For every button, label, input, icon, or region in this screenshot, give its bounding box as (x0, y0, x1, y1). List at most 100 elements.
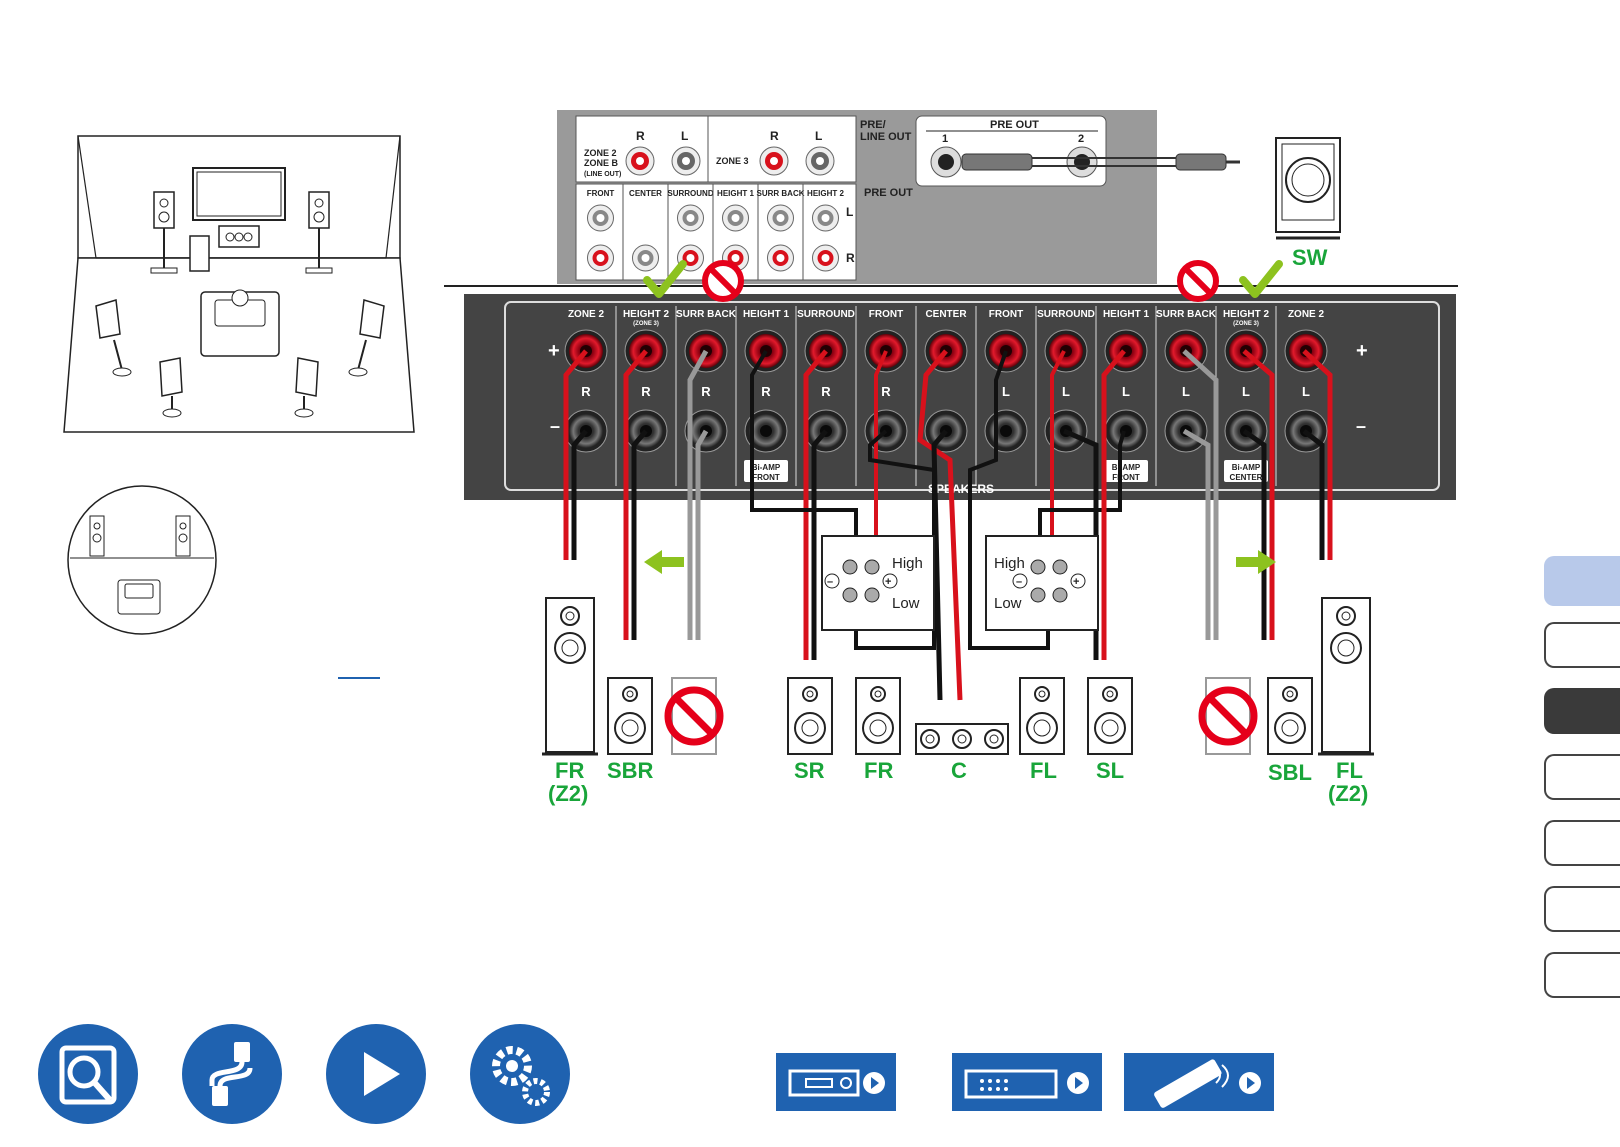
channel-label: L (1002, 384, 1010, 399)
biamp-box-left: – + High Low (985, 535, 1099, 631)
prohibit-icon-left (702, 260, 744, 302)
z2-left-label: (Z2) (548, 781, 588, 806)
minus-right: – (1356, 416, 1366, 436)
channel-label: R (761, 384, 771, 399)
minus-left: – (550, 416, 560, 436)
pre-out-col-label: CENTER (629, 189, 662, 198)
fl-label: FL (1030, 758, 1057, 783)
pre-out-col-label: HEIGHT 1 (717, 189, 754, 198)
terminal-col-label: HEIGHT 2 (1223, 309, 1270, 320)
front-panel-nav-button[interactable] (776, 1053, 896, 1111)
speaker-sl-icon (1087, 677, 1133, 755)
remote-control-icon (1154, 1059, 1261, 1108)
svg-text:–: – (1016, 576, 1022, 588)
speaker-fl-icon (1019, 677, 1065, 755)
z2-right-label: (Z2) (1328, 781, 1368, 806)
play-icon (364, 1052, 400, 1096)
terminal-col-label: SURROUND (1037, 309, 1095, 320)
remote-nav-button[interactable] (1124, 1053, 1274, 1111)
channel-label: R (701, 384, 711, 399)
pre-out-head: PRE OUT (990, 119, 1039, 131)
fr-z2-left-label: FR (555, 758, 584, 783)
sl-label: SL (1096, 758, 1124, 783)
connection-nav-button[interactable] (182, 1024, 282, 1124)
speaker-unused-left-icon (1198, 677, 1258, 755)
book-search-icon (59, 1045, 117, 1105)
high-label-l: High (994, 555, 1025, 572)
biamp-badge-sub: CENTER (1230, 473, 1263, 482)
pre-out-col-label: SURROUND (667, 189, 713, 198)
channel-label: L (1302, 384, 1310, 399)
speaker-center-icon (915, 723, 1009, 755)
subwoofer-icon (1275, 137, 1341, 240)
arrow-right-icon (1236, 550, 1276, 574)
terminal-col-label: FRONT (989, 309, 1023, 320)
speaker-fr-icon (855, 677, 901, 755)
fr-label: FR (864, 758, 893, 783)
fl-z2-right-label: FL (1336, 758, 1363, 783)
room-layout-illustration (63, 135, 415, 433)
speakers-label: SPEAKERS (928, 482, 994, 496)
sbl-label: SBL (1268, 760, 1312, 785)
check-icon-right (1239, 260, 1283, 298)
terminal-col-label: SURR BACK (1156, 309, 1217, 320)
zone3-l-label: L (815, 129, 822, 143)
terminal-col-label: SURROUND (797, 309, 855, 320)
side-tab-4[interactable] (1544, 754, 1620, 800)
prohibit-icon-right (1177, 260, 1219, 302)
channel-label: R (881, 384, 891, 399)
zone3-r-label: R (770, 129, 779, 143)
channel-label: L (1062, 384, 1070, 399)
pre-out-col-label: SURR BACK (757, 189, 805, 198)
side-tab-6[interactable] (1544, 886, 1620, 932)
sr-label: SR (794, 758, 825, 783)
receiver-front-icon (788, 1069, 885, 1097)
pre-line-out-label-1: PRE/ (860, 119, 886, 131)
biamp-badge-label: Bi-AMP (1232, 463, 1261, 472)
side-tab-1[interactable] (1544, 556, 1620, 606)
zoneb-label: ZONE B (584, 158, 619, 168)
high-label-r: High (892, 555, 923, 572)
side-tab-2[interactable] (1544, 622, 1620, 668)
speaker-fl-z2-icon (1318, 597, 1374, 756)
channel-label: R (821, 384, 831, 399)
plus-left: + (548, 340, 560, 362)
side-tab-7[interactable] (1544, 952, 1620, 998)
arrow-left-icon (644, 550, 684, 574)
biamp-box-right: – + High Low (821, 535, 935, 631)
sbr-label: SBR (607, 758, 654, 783)
side-tab-5[interactable] (1544, 820, 1620, 866)
terminal-col-label: HEIGHT 1 (1103, 309, 1150, 320)
pre-out-ch1: 1 (942, 133, 948, 145)
channel-label: L (1122, 384, 1130, 399)
zone2-label: ZONE 2 (584, 148, 617, 158)
biamp-badge-sub: FRONT (1112, 473, 1140, 482)
plus-right: + (1356, 340, 1368, 362)
side-tab-3[interactable] (1544, 688, 1620, 734)
svg-text:+: + (1073, 576, 1079, 588)
manual-nav-button[interactable] (38, 1024, 138, 1124)
speaker-sbl-icon (1267, 677, 1313, 755)
terminal-col-label: HEIGHT 2 (623, 309, 670, 320)
svg-text:+: + (885, 576, 891, 588)
gear-icon (492, 1046, 550, 1106)
channel-label: L (1182, 384, 1190, 399)
terminal-col-label: FRONT (869, 309, 903, 320)
zone3-note: (ZONE 3) (633, 321, 659, 327)
setup-nav-button[interactable] (470, 1024, 570, 1124)
playback-nav-button[interactable] (326, 1024, 426, 1124)
zone3-note: (ZONE 3) (1233, 321, 1259, 327)
zone2-room-inset (67, 485, 217, 635)
cable-icon (209, 1042, 253, 1106)
pre-out-label: PRE OUT (864, 187, 913, 199)
svg-text:–: – (827, 576, 833, 588)
biamp-badge-label: Bi-AMP (752, 463, 781, 472)
pre-out-r-label: R (846, 251, 855, 265)
terminal-col-label: CENTER (925, 309, 967, 320)
zone3-label: ZONE 3 (716, 156, 749, 166)
terminal-col-label: SURR BACK (676, 309, 737, 320)
rear-panel-nav-button[interactable] (952, 1053, 1102, 1111)
sw-label: SW (1292, 245, 1328, 270)
speaker-fr-z2-icon (542, 597, 598, 756)
